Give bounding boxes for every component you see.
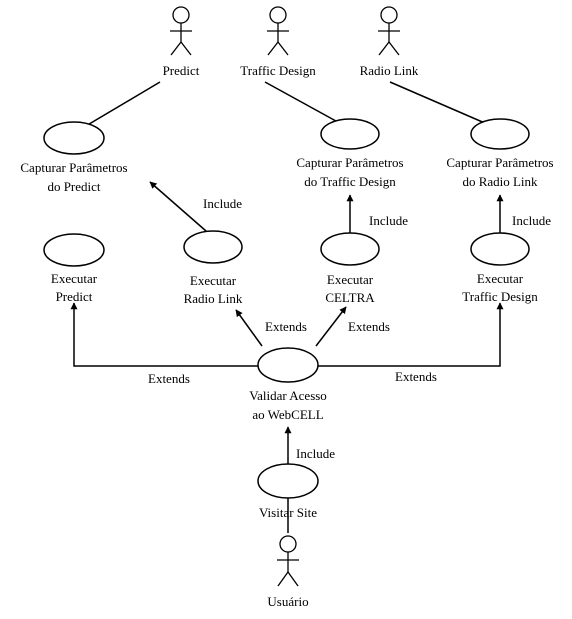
use-case-label-line-1: Executar [51, 271, 98, 286]
use-case-capturar-parametros-radio-link: Capturar Parâmetros do Radio Link [446, 118, 554, 189]
actor-predict: Predict [163, 6, 200, 78]
association-radio-link [389, 81, 495, 128]
use-case-executar-celtra: Executar CELTRA [320, 232, 380, 305]
use-case-label-line-1: Executar [190, 273, 237, 288]
actor-label: Traffic Design [240, 63, 316, 78]
actor-icon [267, 6, 289, 56]
use-case-ellipse [257, 347, 319, 383]
use-case-ellipse [320, 232, 380, 266]
use-case-label-line-1: Validar Acesso [249, 388, 327, 403]
use-case-label-line-2: do Radio Link [462, 174, 538, 189]
extends-arrow-executar-traffic [318, 302, 504, 367]
use-case-executar-predict: Executar Predict [43, 233, 105, 304]
actor-usuario: Usuário [267, 535, 309, 609]
extends-label-executar-radio: Extends [265, 319, 307, 334]
use-case-capturar-parametros-predict: Capturar Parâmetros do Predict [20, 121, 128, 194]
use-case-label-line-2: do Traffic Design [304, 174, 396, 189]
include-label-capturar-traffic: Include [369, 213, 408, 228]
include-label-capturar-radio: Include [512, 213, 551, 228]
use-case-validar-acesso: Validar Acesso ao WebCELL [249, 347, 327, 422]
use-case-label-line-2: ao WebCELL [252, 407, 323, 422]
use-case-label-line-1: Capturar Parâmetros [446, 155, 553, 170]
actor-label: Usuário [267, 594, 308, 609]
association-traffic-design [264, 81, 346, 127]
use-case-capturar-parametros-traffic-design: Capturar Parâmetros do Traffic Design [296, 118, 404, 189]
use-case-ellipse [470, 232, 530, 266]
use-case-label-line-1: Capturar Parâmetros [20, 160, 127, 175]
extends-arrow-executar-predict [70, 302, 258, 367]
include-arrow-capturar-predict [149, 181, 207, 232]
use-case-ellipse [257, 463, 319, 499]
use-case-label-line-2: CELTRA [325, 290, 375, 305]
actor-icon [378, 6, 400, 56]
use-case-ellipse [43, 121, 105, 155]
actor-radio-link: Radio Link [360, 6, 419, 78]
use-case-label: Visitar Site [259, 505, 317, 520]
use-case-ellipse [470, 118, 530, 150]
use-case-ellipse [183, 230, 243, 264]
use-case-visitar-site: Visitar Site [257, 463, 319, 520]
extends-label-executar-celtra: Extends [348, 319, 390, 334]
use-case-label-line-2: Radio Link [184, 291, 243, 306]
extends-arrow-executar-radio [235, 309, 263, 347]
use-case-executar-traffic-design: Executar Traffic Design [462, 232, 538, 304]
include-label-capturar-predict: Include [203, 196, 242, 211]
use-case-label-line-2: do Predict [47, 179, 100, 194]
use-case-executar-radio-link: Executar Radio Link [183, 230, 243, 306]
actor-label: Predict [163, 63, 200, 78]
use-case-label-line-1: Executar [327, 272, 374, 287]
use-case-ellipse [320, 118, 380, 150]
extends-label-executar-traffic: Extends [395, 369, 437, 384]
include-label-validar: Include [296, 446, 335, 461]
extends-label-executar-predict: Extends [148, 371, 190, 386]
actor-traffic-design: Traffic Design [240, 6, 316, 78]
extends-arrow-executar-celtra [315, 306, 347, 347]
actor-label: Radio Link [360, 63, 419, 78]
actor-icon [170, 6, 192, 56]
use-case-label-line-1: Executar [477, 271, 524, 286]
actor-icon [277, 535, 299, 587]
use-case-label-line-1: Capturar Parâmetros [296, 155, 403, 170]
use-case-label-line-2: Traffic Design [462, 289, 538, 304]
use-case-ellipse [43, 233, 105, 267]
use-case-label-line-2: Predict [56, 289, 93, 304]
